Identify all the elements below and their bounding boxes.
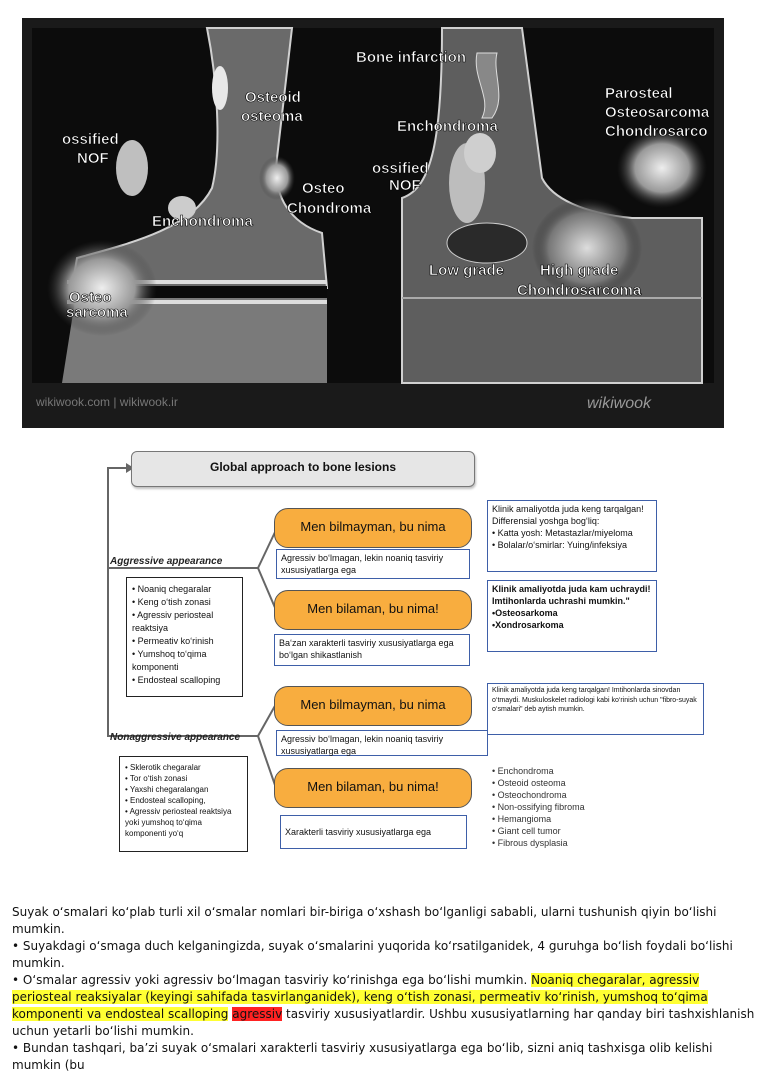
label-osteoid-osteoma-2: osteoma bbox=[241, 108, 303, 125]
aggressive-feature: • Agressiv periosteal reaktsiya bbox=[132, 610, 214, 633]
aggressive-feature: • Noaniq chegaralar bbox=[132, 584, 212, 594]
aggressive-feature: • Permeativ ko‘rinish bbox=[132, 636, 214, 646]
diagram-connectors bbox=[107, 463, 277, 789]
label-osteoid-osteoma-1: Osteoid bbox=[245, 89, 301, 106]
label-ossified-nof-left-2: NOF bbox=[77, 150, 109, 167]
label-osteo-chondroma-2: Chondroma bbox=[287, 200, 372, 217]
nonaggressive-features-box: • Sklerotik chegaralar • Tor o‘tish zona… bbox=[119, 756, 248, 852]
benign-lesion-item: • Hemangioma bbox=[492, 814, 552, 824]
nonaggressive-feature: • Endosteal scalloping, bbox=[125, 796, 206, 805]
bone-tumor-xray-illustration: Bone infarction Osteoid osteoma ossified… bbox=[22, 18, 724, 428]
red-highlighted-text: agressiv bbox=[232, 1007, 283, 1021]
body-text: Suyak o‘smalari ko‘plab turli xil o‘smal… bbox=[12, 904, 758, 1074]
label-bone-infarction: Bone infarction bbox=[356, 49, 466, 66]
note-item: • Katta yosh: Metastazlar/miyeloma bbox=[492, 528, 633, 538]
note-common-nonaggressive: Klinik amaliyotda juda keng tarqalgan! I… bbox=[487, 683, 704, 735]
aggressive-appearance-label: Aggressive appearance bbox=[110, 556, 223, 567]
paragraph: • Bundan tashqari, ba’zi suyak o‘smalari… bbox=[12, 1041, 713, 1072]
paragraph: • O‘smalar agressiv yoki agressiv bo‘lma… bbox=[12, 972, 758, 1040]
label-enchondroma-left: Enchondroma bbox=[152, 213, 253, 230]
label-osteo-chondroma-1: Osteo bbox=[302, 180, 345, 197]
paragraph: Suyak o‘smalari ko‘plab turli xil o‘smal… bbox=[12, 905, 717, 936]
label-parosteal-3: Chondrosarco bbox=[605, 123, 708, 140]
benign-lesion-list: • Enchondroma • Osteoid osteoma • Osteoc… bbox=[492, 765, 585, 849]
subnote-known-nonaggressive: Xarakterli tasviriy xususiyatlarga ega bbox=[280, 815, 467, 849]
aggressive-feature: • Keng o‘tish zonasi bbox=[132, 597, 211, 607]
text-run: • O‘smalar agressiv yoki agressiv bo‘lma… bbox=[12, 973, 532, 987]
note-item: • Bolalar/o‘smirlar: Yuing/infeksiya bbox=[492, 540, 628, 550]
diagram-title: Global approach to bone lesions bbox=[131, 451, 475, 487]
note-item: •Osteosarkoma bbox=[492, 608, 558, 618]
pill-unknown-nonaggressive: Men bilmayman, bu nima bbox=[274, 686, 472, 726]
watermark-right: wikiwook bbox=[587, 395, 652, 412]
paragraph: • Suyakdagi o‘smaga duch kelganingizda, … bbox=[12, 939, 733, 970]
aggressive-feature: • Endosteal scalloping bbox=[132, 675, 221, 685]
label-ossified-nof-left-1: ossified bbox=[62, 131, 119, 148]
label-osteo-sarcoma-1: Osteo bbox=[69, 289, 112, 306]
nonaggressive-feature: • Agressiv periosteal reaktsiya yoki yum… bbox=[125, 807, 232, 838]
note-common-aggressive: Klinik amaliyotda juda keng tarqalgan! D… bbox=[487, 500, 657, 572]
label-parosteal-1: Parosteal bbox=[605, 85, 673, 102]
benign-lesion-item: • Giant cell tumor bbox=[492, 826, 561, 836]
watermark-left: wikiwook.com | wikiwook.ir bbox=[35, 395, 178, 409]
label-low-grade: Low grade bbox=[429, 262, 504, 279]
nonaggressive-appearance-label: Nonaggressive appearance bbox=[110, 732, 241, 743]
pill-unknown-aggressive: Men bilmayman, bu nima bbox=[274, 508, 472, 548]
nonaggressive-feature: • Sklerotik chegaralar bbox=[125, 763, 201, 772]
label-parosteal-2: Osteosarcoma bbox=[605, 104, 710, 121]
aggressive-features-box: • Noaniq chegaralar • Keng o‘tish zonasi… bbox=[126, 577, 243, 697]
benign-lesion-item: • Fibrous dysplasia bbox=[492, 838, 568, 848]
subnote-unknown-aggressive: Agressiv bo‘lmagan, lekin noaniq tasviri… bbox=[276, 549, 470, 579]
label-osteo-sarcoma-2: sarcoma bbox=[66, 304, 128, 321]
benign-lesion-item: • Osteochondroma bbox=[492, 790, 567, 800]
benign-lesion-item: • Non-ossifying fibroma bbox=[492, 802, 585, 812]
nonaggressive-feature: • Tor o‘tish zonasi bbox=[125, 774, 188, 783]
subnote-known-aggressive: Ba‘zan xarakterli tasviriy xususiyatlarg… bbox=[274, 634, 470, 666]
label-high-grade-1: High grade bbox=[540, 262, 618, 279]
subnote-unknown-nonaggressive: Agressiv bo‘lmagan, lekin noaniq tasviri… bbox=[276, 730, 488, 756]
benign-lesion-item: • Osteoid osteoma bbox=[492, 778, 566, 788]
label-ossified-nof-right-1: ossified bbox=[372, 160, 429, 177]
label-ossified-nof-right-2: NOF bbox=[389, 177, 421, 194]
pill-known-aggressive: Men bilaman, bu nima! bbox=[274, 590, 472, 630]
note-item: •Xondrosarkoma bbox=[492, 620, 564, 630]
pill-known-nonaggressive: Men bilaman, bu nima! bbox=[274, 768, 472, 808]
aggressive-feature: • Yumshoq to‘qima komponenti bbox=[132, 649, 207, 672]
nonaggressive-feature: • Yaxshi chegaralangan bbox=[125, 785, 209, 794]
benign-lesion-item: • Enchondroma bbox=[492, 766, 554, 776]
note-text: Klinik amaliyotda juda keng tarqalgan! D… bbox=[492, 504, 644, 526]
label-high-grade-2: Chondrosarcoma bbox=[517, 282, 642, 299]
note-rare-aggressive: Klinik amaliyotda juda kam uchraydi! Imt… bbox=[487, 580, 657, 652]
note-text: Klinik amaliyotda juda kam uchraydi! Imt… bbox=[492, 584, 651, 606]
label-enchondroma-right: Enchondroma bbox=[397, 118, 498, 135]
